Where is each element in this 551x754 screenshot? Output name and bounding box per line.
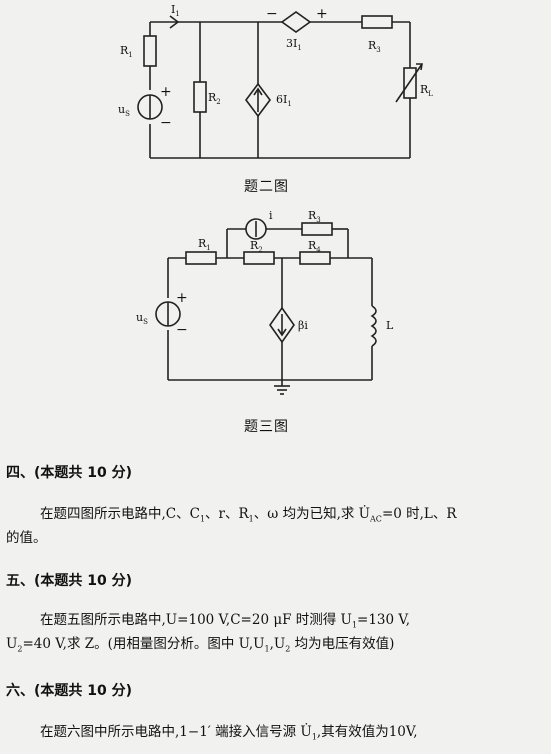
- ccvs-minus-sign: −: [266, 6, 278, 22]
- r1-label: R1: [120, 44, 133, 60]
- section-5-heading: 五、(本题共 10 分): [6, 573, 133, 589]
- rl-label: RL: [420, 83, 433, 99]
- r2-label: R2: [208, 91, 221, 107]
- cccs-label: 6I1: [276, 93, 292, 109]
- l-label: L: [386, 319, 394, 332]
- section-6-text-line1: 在题六图中所示电路中,1−1′ 端接入信号源 U̇1,其有效值为10V,: [40, 724, 418, 742]
- section-4-heading: 四、(本题共 10 分): [6, 465, 133, 481]
- figure-2-caption: 题二图: [244, 179, 289, 195]
- section-5-text-line1: 在题五图所示电路中,U=100 V,C=20 μF 时测得 U1=130 V,: [40, 612, 411, 630]
- section-4-text-line2: 的值。: [6, 530, 47, 546]
- us3-minus-sign: −: [176, 322, 188, 338]
- beta-i-label: βi: [298, 319, 308, 332]
- rl-resistor: [403, 67, 417, 99]
- inductor-l: [370, 305, 377, 347]
- i1-arrow: [169, 15, 180, 29]
- r1-resistor: [143, 35, 157, 67]
- figure-2-circuit: [137, 11, 423, 159]
- i1-label: I1: [171, 3, 180, 19]
- ccvs-label: 3I1: [286, 37, 302, 53]
- ccvs-3i1-source: [280, 11, 312, 33]
- r3-label-f3: R3: [308, 209, 321, 225]
- r1-label-f3: R1: [198, 237, 211, 253]
- r3-resistor: [361, 15, 393, 29]
- us-label: uS: [118, 103, 130, 119]
- section-6-heading: 六、(本题共 10 分): [6, 683, 133, 699]
- r3-label: R3: [368, 39, 381, 55]
- figure-3-circuit: [155, 218, 377, 395]
- section-5-text-line2: U2=40 V,求 Z。(用相量图分析。图中 U,U1,U2 均为电压有效值): [6, 636, 395, 654]
- i-label: i: [269, 209, 273, 222]
- section-4-text-line1: 在题四图所示电路中,C、C1、r、R1、ω 均为已知,求 U̇AC=0 时,L、…: [40, 506, 457, 524]
- r4-label-f3: R4: [308, 239, 321, 255]
- us3-plus-sign: +: [176, 290, 188, 306]
- figure-3-caption: 题三图: [244, 419, 289, 435]
- us-plus-sign: +: [160, 84, 172, 100]
- r2-label-f3: R2: [250, 239, 263, 255]
- us3-label: uS: [136, 311, 148, 327]
- ccvs-plus-sign: +: [316, 6, 328, 22]
- us-minus-sign: −: [160, 115, 172, 131]
